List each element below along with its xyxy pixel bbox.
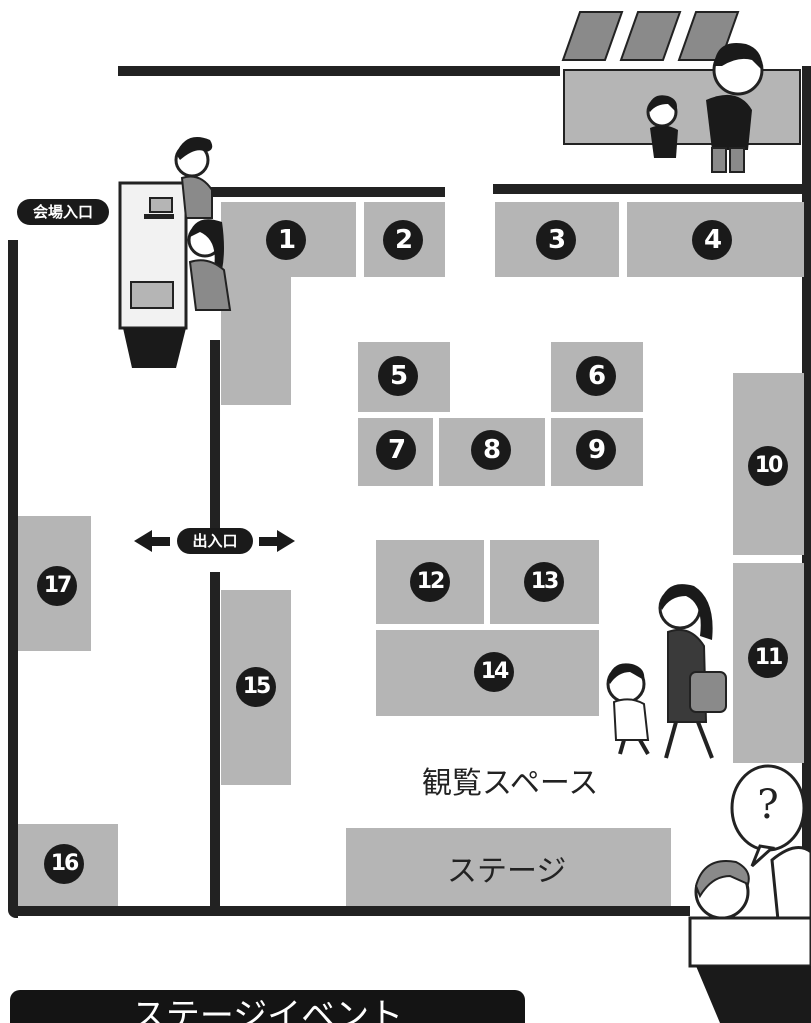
viewing-area-label: 観覧スペース — [422, 766, 599, 801]
booth-number-16: 16 — [44, 844, 84, 884]
right-arrow-icon — [259, 530, 295, 552]
booth-number-7: 7 — [376, 430, 416, 470]
wall-left-outer — [8, 240, 18, 918]
booth-number-12: 12 — [410, 562, 450, 602]
booth-1-extension — [221, 277, 291, 405]
stage-event-banner: ステージイベント — [10, 990, 525, 1023]
booth-number-13: 13 — [524, 562, 564, 602]
booth-number-5: 5 — [378, 356, 418, 396]
booth-number-15: 15 — [236, 667, 276, 707]
booth-number-9: 9 — [576, 430, 616, 470]
booth-number-11: 11 — [748, 638, 788, 678]
booth-number-2: 2 — [383, 220, 423, 260]
booth-number-3: 3 — [536, 220, 576, 260]
left-arrow-icon — [134, 530, 170, 552]
stage-label: ステージ — [447, 854, 567, 889]
wall-right-outer — [802, 66, 811, 916]
help-question-mark: ? — [757, 782, 779, 828]
stage[interactable] — [346, 828, 671, 906]
wall-inner-top-right — [493, 184, 811, 194]
booth-number-6: 6 — [576, 356, 616, 396]
booth-number-10: 10 — [748, 446, 788, 486]
booth-number-17: 17 — [37, 566, 77, 606]
wall-inner-left-upper — [210, 340, 220, 530]
entrance-label: 会場入口 — [17, 199, 109, 225]
wall-inner-top-left — [211, 187, 445, 197]
wall-top — [118, 66, 560, 76]
booth-number-1: 1 — [266, 220, 306, 260]
wall-inner-left-lower — [210, 572, 220, 912]
booth-number-8: 8 — [471, 430, 511, 470]
booth-number-4: 4 — [692, 220, 732, 260]
doorway-label: 出入口 — [177, 528, 253, 554]
wall-bottom — [8, 906, 690, 916]
booth-number-14: 14 — [474, 652, 514, 692]
